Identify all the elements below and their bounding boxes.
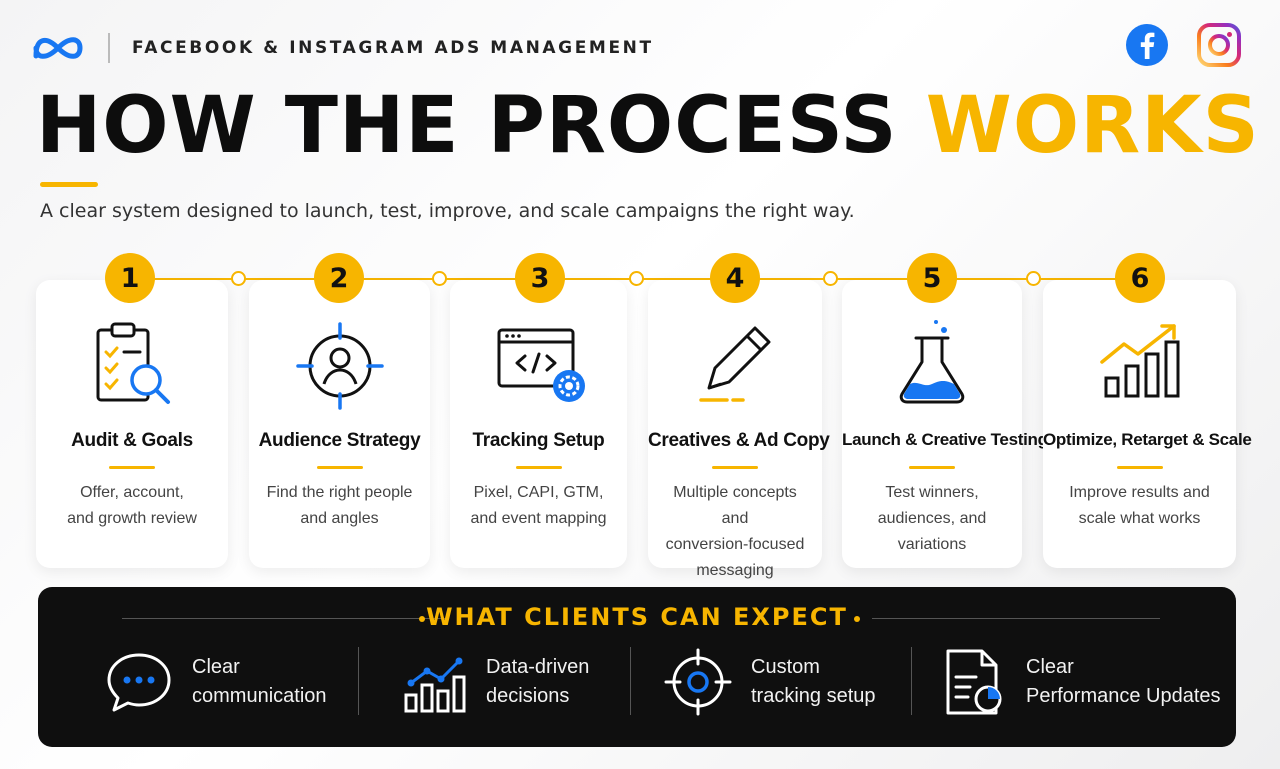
step-badge-5: 5	[907, 253, 957, 303]
title-accent-bar	[109, 466, 155, 469]
page-subtitle: A clear system designed to launch, test,…	[40, 200, 855, 222]
expect-item-data: Data-driven decisions	[398, 637, 589, 727]
expect-item-tracking: Custom tracking setup	[663, 637, 876, 727]
step-description: Improve results and scale what works	[1069, 484, 1210, 527]
step-card-launch: Launch & Creative Testing Test winners, …	[842, 280, 1048, 568]
timeline-node	[629, 271, 644, 286]
panel-rule-right	[872, 618, 1160, 619]
step-title: Audience Strategy	[258, 430, 421, 451]
step-card-optimize: Optimize, Retarget & Scale Improve resul…	[1043, 280, 1252, 568]
step-card-audit: Audit & Goals Offer, account, and growth…	[36, 280, 228, 568]
step-badge-1: 1	[105, 253, 155, 303]
title-accent-bar	[1116, 466, 1163, 469]
panel-divider	[911, 647, 912, 715]
flask-icon	[899, 320, 965, 404]
timeline-node	[231, 271, 246, 286]
expect-item-communication: Clear communication	[104, 637, 327, 727]
step-badge-6: 6	[1115, 253, 1165, 303]
top-bar: FACEBOOK & INSTAGRAM ADS MANAGEMENT	[30, 28, 654, 68]
step-badge-2: 2	[314, 253, 364, 303]
header-eyebrow: FACEBOOK & INSTAGRAM ADS MANAGEMENT	[132, 38, 654, 58]
header-divider	[108, 33, 110, 63]
report-icon	[946, 649, 1002, 715]
panel-rule-left	[122, 618, 447, 619]
step-description: Offer, account, and growth review	[67, 484, 197, 527]
timeline-node	[1026, 271, 1041, 286]
step-card-creatives: Creatives & Ad Copy Multiple concepts an…	[648, 280, 830, 579]
panel-divider	[358, 647, 359, 715]
page-title: HOW THE PROCESS WORKS	[36, 81, 1260, 171]
client-expectations-panel: WHAT CLIENTS CAN EXPECT Clear communicat…	[38, 587, 1236, 747]
chat-bubble-icon	[107, 653, 171, 712]
expect-text: Clear Performance Updates	[1026, 656, 1221, 707]
title-accent-bar	[515, 466, 562, 469]
panel-divider	[630, 647, 631, 715]
title-underline	[40, 182, 98, 187]
step-title: Audit & Goals	[71, 430, 193, 451]
expect-text: Data-driven decisions	[486, 656, 590, 707]
step-card-tracking: Tracking Setup Pixel, CAPI, GTM, and eve…	[450, 280, 627, 568]
step-description: Find the right people and angles	[266, 484, 413, 527]
step-description: Multiple concepts and conversion-focused…	[665, 484, 805, 579]
panel-dot-right	[854, 616, 860, 622]
panel-dot-left	[419, 616, 425, 622]
title-accent-bar	[712, 466, 758, 469]
meta-logo-icon	[33, 37, 83, 59]
step-card-audience: Audience Strategy Find the right people …	[249, 280, 430, 568]
step-title: Tracking Setup	[472, 430, 605, 451]
title-accent-bar	[316, 466, 363, 469]
step-title: Creatives & Ad Copy	[648, 430, 830, 451]
step-description: Test winners, audiences, and variations	[877, 484, 987, 553]
crosshair-icon	[664, 648, 732, 716]
clipboard-search-icon	[96, 322, 170, 404]
pencil-icon	[699, 326, 771, 402]
title-accent: WORKS	[925, 81, 1260, 171]
step-title: Launch & Creative Testing	[842, 430, 1048, 449]
panel-title: WHAT CLIENTS CAN EXPECT	[426, 603, 848, 631]
expect-text: Custom tracking setup	[751, 656, 876, 707]
expect-text: Clear communication	[192, 656, 327, 707]
title-accent-bar	[909, 466, 955, 469]
instagram-icon[interactable]	[1196, 22, 1242, 68]
growth-chart-icon	[1099, 324, 1179, 398]
title-main: HOW THE PROCESS	[36, 81, 898, 171]
timeline-node	[432, 271, 447, 286]
step-badge-3: 3	[515, 253, 565, 303]
facebook-icon[interactable]	[1124, 22, 1170, 68]
timeline-node	[823, 271, 838, 286]
step-description: Pixel, CAPI, GTM, and event mapping	[470, 484, 607, 527]
step-title: Optimize, Retarget & Scale	[1043, 430, 1252, 449]
social-icons	[1124, 22, 1242, 68]
step-badge-4: 4	[710, 253, 760, 303]
audience-target-icon	[295, 322, 384, 410]
expect-item-updates: Clear Performance Updates	[938, 637, 1221, 727]
code-settings-icon	[497, 328, 585, 402]
data-chart-icon	[404, 657, 466, 713]
